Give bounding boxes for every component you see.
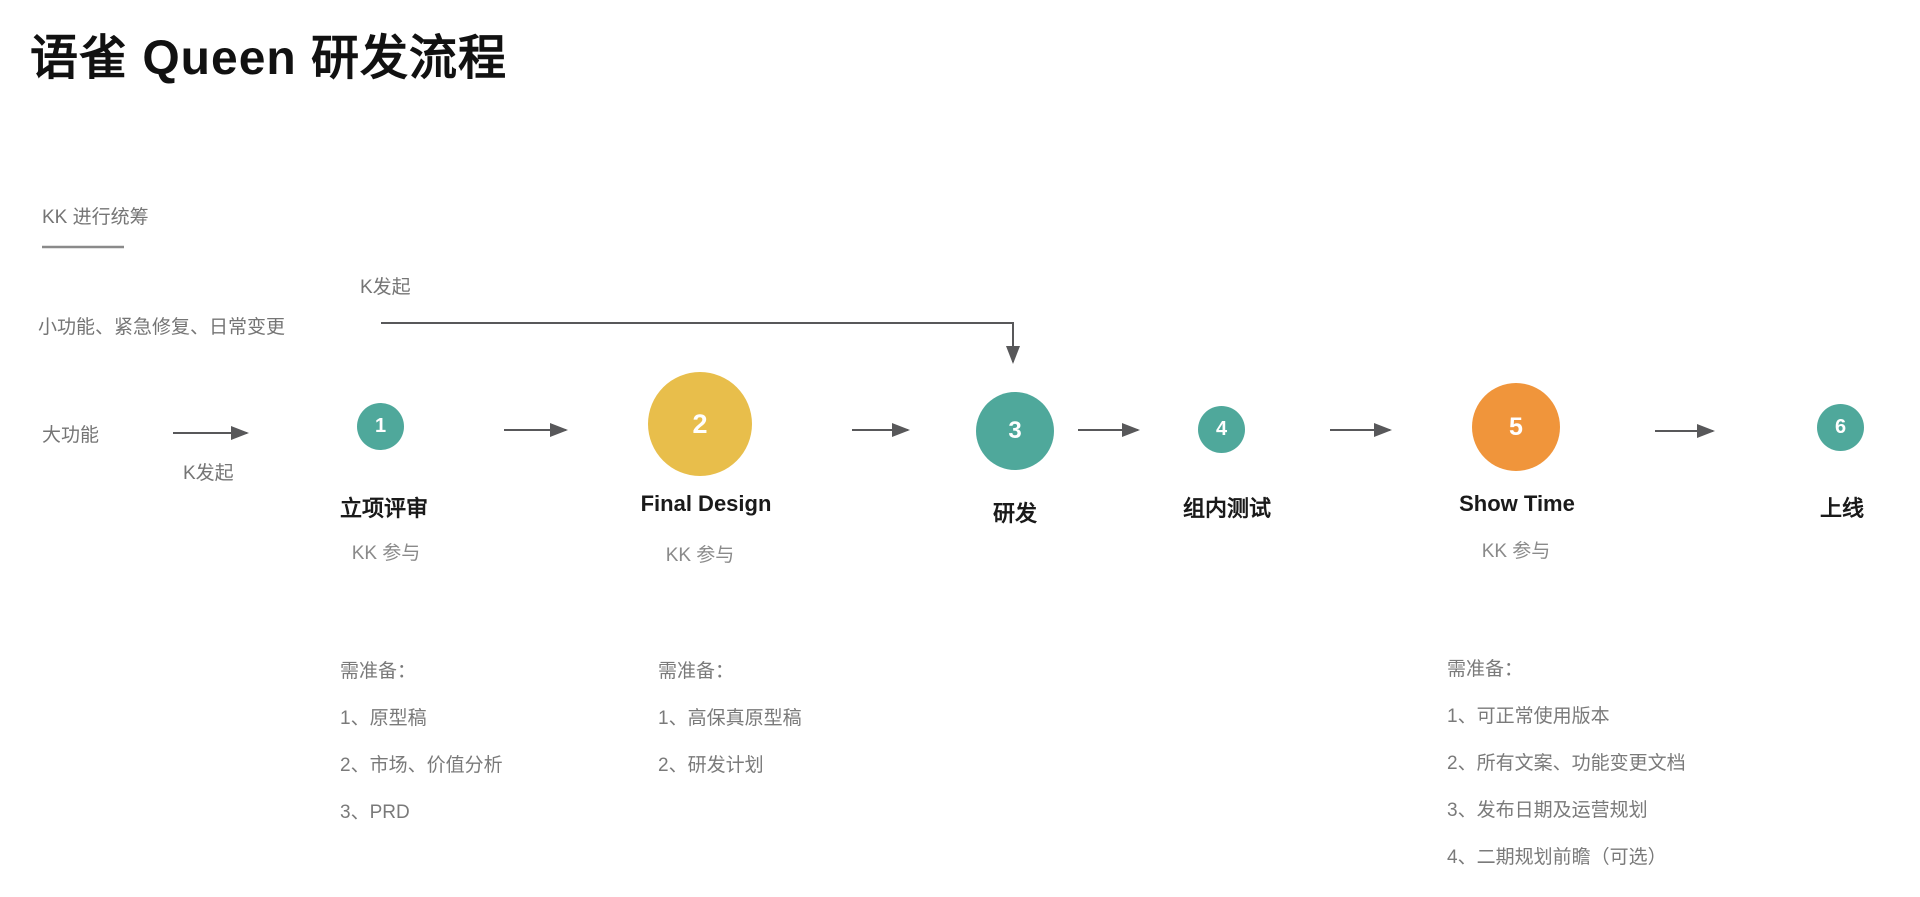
- step-2-circle: 2: [648, 372, 752, 476]
- checklist-item: 1、可正常使用版本: [1447, 706, 1610, 727]
- step-2-number: 2: [692, 408, 708, 439]
- checklist-item: 1、高保真原型稿: [658, 708, 802, 729]
- checklist-item: 2、研发计划: [658, 755, 764, 776]
- step-6-label: 上线: [1819, 496, 1865, 521]
- small-branch-initiator-label: K发起: [360, 277, 411, 298]
- step-1-sublabel: KK 参与: [351, 543, 421, 564]
- checklist-item: 2、所有文案、功能变更文档: [1447, 753, 1686, 774]
- step-2-sublabel: KK 参与: [665, 545, 735, 566]
- checklist-show-time: 需准备： 1、可正常使用版本 2、所有文案、功能变更文档 3、发布日期及运营规划…: [1447, 659, 1686, 894]
- step-1-circle: 1: [357, 403, 404, 450]
- step-3-number: 3: [1008, 417, 1022, 444]
- step-3-label: 研发: [992, 501, 1038, 526]
- legend-label: KK 进行统筹: [42, 207, 149, 228]
- step-5-sublabel: KK 参与: [1481, 541, 1551, 562]
- step-5-circle: 5: [1472, 383, 1560, 471]
- step-1-label: 立项评审: [339, 496, 429, 521]
- step-3-circle: 3: [976, 392, 1054, 470]
- small-branch-label: 小功能、紧急修复、日常变更: [38, 317, 286, 338]
- large-branch-label: 大功能: [42, 425, 100, 446]
- step-2-label: Final Design: [640, 491, 772, 516]
- step-5-label: Show Time: [1459, 491, 1575, 516]
- checklist-final-design: 需准备： 1、高保真原型稿 2、研发计划: [658, 661, 802, 802]
- checklist-item: 2、市场、价值分析: [340, 755, 503, 776]
- checklist-item: 3、PRD: [340, 802, 410, 823]
- checklist-item: 1、原型稿: [340, 708, 427, 729]
- checklist-title: 需准备：: [1447, 659, 1524, 680]
- step-6-number: 6: [1834, 416, 1847, 438]
- step-6-circle: 6: [1817, 404, 1864, 451]
- step-5-number: 5: [1509, 412, 1523, 441]
- checklist-title: 需准备：: [340, 661, 417, 682]
- checklist-title: 需准备：: [658, 661, 735, 682]
- step-1-number: 1: [374, 415, 387, 437]
- checklist-project-review: 需准备： 1、原型稿 2、市场、价值分析 3、PRD: [340, 661, 503, 849]
- page-title: 语雀 Queen 研发流程: [30, 32, 508, 85]
- step-4-number: 4: [1215, 418, 1228, 440]
- large-branch-initiator-label: K发起: [183, 463, 234, 484]
- checklist-item: 4、二期规划前瞻（可选）: [1447, 847, 1667, 868]
- elbow-arrow-small-branch-to-step3: [381, 322, 1020, 364]
- checklist-item: 3、发布日期及运营规划: [1447, 800, 1648, 821]
- step-4-label: 组内测试: [1182, 496, 1272, 521]
- step-4-circle: 4: [1198, 406, 1245, 453]
